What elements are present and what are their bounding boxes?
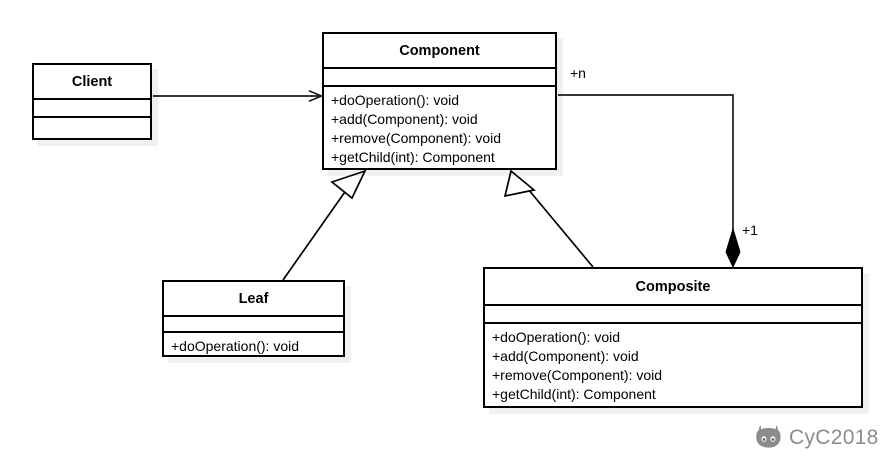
class-name-client: Client bbox=[71, 73, 113, 90]
uml-class-leaf[interactable]: Leaf +doOperation(): void bbox=[162, 280, 345, 357]
multiplicity-label-source: +n bbox=[570, 65, 586, 81]
compartment-separator bbox=[34, 116, 150, 118]
generalization-line-leaf-component bbox=[282, 188, 348, 281]
attributes-compartment-component bbox=[324, 69, 555, 85]
methods-compartment-client bbox=[34, 118, 150, 138]
method-item: +add(Component): void bbox=[492, 348, 639, 364]
uml-class-component[interactable]: Component +doOperation(): void +add(Comp… bbox=[322, 32, 557, 170]
watermark-text: CyC2018 bbox=[789, 426, 879, 449]
compartment-separator bbox=[34, 98, 150, 100]
method-item: +getChild(int): Component bbox=[331, 149, 495, 165]
compartment-separator bbox=[485, 304, 861, 306]
method-item: +getChild(int): Component bbox=[492, 386, 656, 402]
methods-compartment-component: +doOperation(): void +add(Component): vo… bbox=[324, 87, 555, 172]
method-item: +doOperation(): void bbox=[331, 92, 460, 108]
uml-class-client[interactable]: Client bbox=[32, 63, 152, 140]
multiplicity-label-target: +1 bbox=[742, 222, 758, 238]
relation-leaf-to-component bbox=[282, 169, 367, 281]
filled-diamond-arrowhead bbox=[725, 227, 741, 269]
relation-composite-to-component bbox=[503, 169, 594, 268]
compartment-separator bbox=[164, 315, 343, 317]
compartment-separator bbox=[485, 322, 861, 324]
method-item: +remove(Component): void bbox=[331, 130, 502, 146]
github-octocat-icon bbox=[756, 425, 781, 448]
relation-component-to-composite bbox=[558, 94, 741, 269]
watermark: CyC2018 bbox=[755, 425, 879, 451]
compartment-separator bbox=[324, 85, 555, 87]
attributes-compartment-leaf bbox=[164, 317, 343, 331]
method-item: +doOperation(): void bbox=[492, 329, 621, 345]
attributes-compartment-client bbox=[34, 100, 150, 116]
class-name-component: Component bbox=[399, 42, 480, 59]
generalization-line-composite-component bbox=[527, 188, 594, 268]
method-item: +add(Component): void bbox=[331, 111, 478, 127]
class-name-composite: Composite bbox=[635, 278, 711, 295]
hollow-triangle-arrowhead-leaf bbox=[330, 169, 367, 200]
methods-compartment-leaf: +doOperation(): void bbox=[164, 333, 343, 361]
compartment-separator bbox=[164, 331, 343, 333]
method-item: +doOperation(): void bbox=[171, 338, 300, 354]
method-item: +remove(Component): void bbox=[492, 367, 663, 383]
uml-class-composite[interactable]: Composite +doOperation(): void +add(Comp… bbox=[483, 267, 863, 408]
attributes-compartment-composite bbox=[485, 306, 861, 322]
composition-line-component-composite bbox=[558, 94, 734, 246]
hollow-triangle-arrowhead-composite bbox=[503, 169, 536, 198]
class-name-leaf: Leaf bbox=[238, 290, 269, 307]
compartment-separator bbox=[324, 67, 555, 69]
methods-compartment-composite: +doOperation(): void +add(Component): vo… bbox=[485, 324, 861, 409]
